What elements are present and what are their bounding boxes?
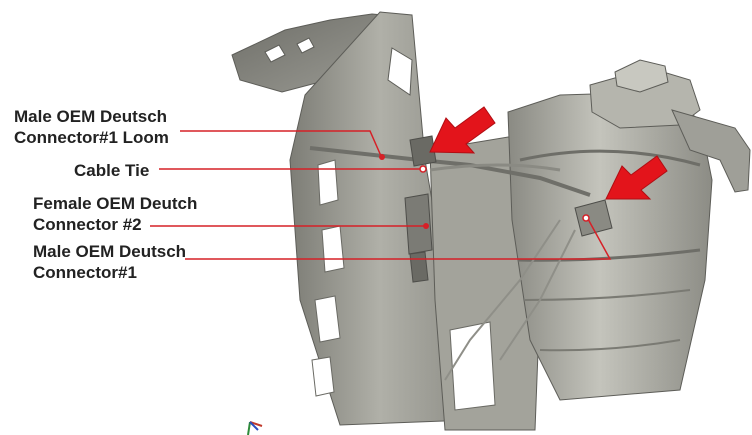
filter-housing — [507, 59, 751, 401]
marker-male-loom — [379, 154, 385, 160]
leader-markers — [379, 154, 590, 229]
wiring-harness — [309, 146, 591, 381]
axis-gizmo-icon — [247, 421, 263, 435]
label-male-1-line2: Connector#1 — [33, 263, 137, 282]
label-female-line2: Connector #2 — [33, 215, 142, 234]
label-male-loom-line2: Connector#1 Loom — [14, 128, 169, 147]
mounting-plate — [289, 11, 471, 426]
callout-arrow-right — [605, 155, 668, 200]
marker-cable-tie — [419, 165, 427, 173]
label-male-oem-deutsch-loom: Male OEM Deutsch Connector#1 Loom — [14, 106, 169, 148]
marker-female — [423, 223, 429, 229]
connector-loom-top — [409, 135, 437, 167]
top-bracket-tab — [231, 13, 396, 93]
label-cable-tie: Cable Tie — [74, 161, 150, 180]
marker-male-1 — [582, 214, 590, 222]
label-female-line1: Female OEM Deutch — [33, 194, 198, 213]
callout-arrow-top — [429, 106, 496, 154]
leader-male-loom — [180, 130, 382, 157]
label-male-loom-line1: Male OEM Deutsch — [14, 107, 168, 126]
label-male-1-line1: Male OEM Deutsch — [33, 242, 187, 261]
label-female-oem-deutch-connector: Female OEM Deutch Connector #2 — [33, 193, 197, 235]
leader-lines — [150, 130, 612, 260]
label-male-oem-deutsch-connector: Male OEM Deutsch Connector#1 — [33, 241, 186, 283]
connector-male-1 — [574, 199, 613, 237]
leader-male-1 — [185, 218, 612, 260]
